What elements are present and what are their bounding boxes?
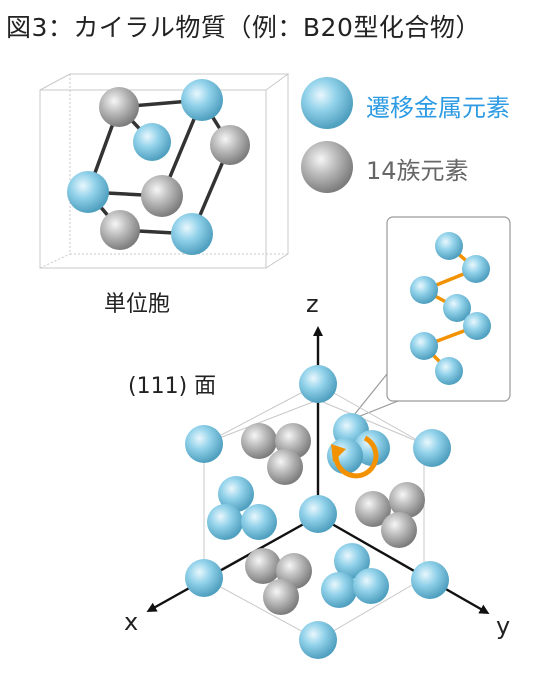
legend: [301, 77, 353, 193]
atom-transition-metal: [181, 79, 223, 121]
group14-cluster: [241, 423, 311, 485]
axis-y: [317, 514, 490, 614]
group14-cluster: [245, 548, 312, 615]
helix-atom: [410, 332, 438, 360]
group14-cluster: [355, 482, 425, 548]
atom-group14: [210, 125, 250, 165]
atom-group14: [100, 210, 140, 250]
unit-cell-caption: 単位胞: [104, 292, 171, 317]
axes: [146, 326, 490, 614]
axis-x: [146, 514, 319, 612]
corner-atom: [411, 561, 449, 599]
plane-caption: (111) 面: [128, 374, 217, 399]
helix-atom: [463, 312, 491, 340]
helix-atom: [462, 255, 490, 283]
legend-swatch-group14: [301, 141, 353, 193]
figure-title: 図3：カイラル物質（例：B20型化合物）: [6, 13, 481, 42]
transition-metal-cluster: [207, 476, 277, 540]
atom-group14: [99, 87, 139, 127]
corner-atom: [299, 621, 337, 659]
corner-atom: [185, 559, 223, 597]
axis-label-x: x: [124, 608, 139, 636]
center-atom: [299, 495, 337, 533]
corner-atom: [299, 365, 337, 403]
corner-atom: [413, 429, 451, 467]
helix-atom: [443, 294, 471, 322]
legend-label-transition-metal: 遷移金属元素: [366, 94, 510, 122]
legend-label-group14: 14族元素: [366, 157, 469, 185]
corner-atom: [185, 425, 223, 463]
legend-swatch-transition-metal: [301, 77, 353, 129]
rotation-arrow-icon: [331, 435, 379, 479]
helix-atom: [435, 357, 463, 385]
atom-transition-metal: [67, 171, 109, 213]
atom-group14: [141, 175, 183, 217]
atom-transition-metal: [133, 123, 171, 161]
unit-cell-frame: [39, 73, 290, 269]
helix-inset: [348, 216, 511, 422]
axis-label-y: y: [496, 612, 511, 640]
transition-metal-cluster: [321, 543, 389, 608]
helix-atom: [435, 232, 463, 260]
helix-atom: [410, 276, 438, 304]
unit-cell: [39, 73, 290, 269]
atom-transition-metal: [171, 213, 213, 255]
axis-label-z: z: [306, 290, 319, 318]
plane-111: [146, 326, 490, 659]
